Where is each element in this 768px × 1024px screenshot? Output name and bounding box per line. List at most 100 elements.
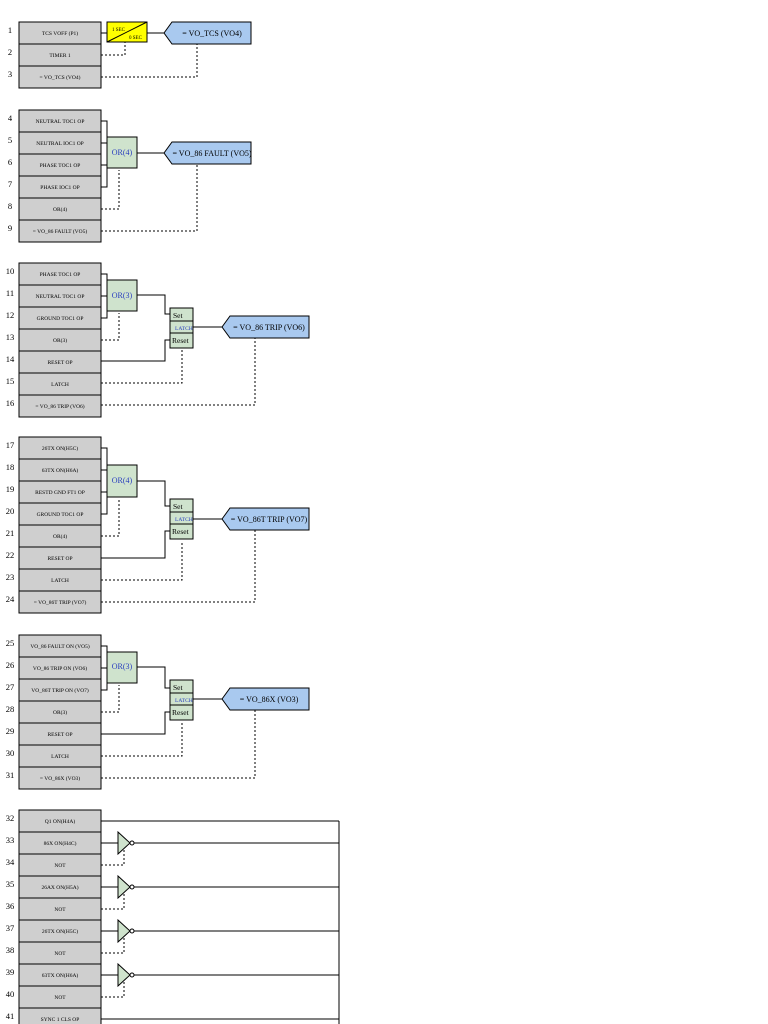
- logic-cell-label: VO_86T TRIP ON (VO7): [31, 687, 89, 694]
- logic-cell-label: 26AX ON(H5A): [41, 884, 78, 891]
- or-gate-label: OR(4): [112, 476, 133, 485]
- logic-cell-label: RESTD GND FT1 OP: [35, 490, 85, 496]
- latch-label: LATCH: [175, 326, 193, 332]
- output-vo3-label: = VO_86X (VO3): [240, 695, 299, 704]
- logic-cell-label: PHASE TOC1 OP: [40, 163, 81, 169]
- logic-cell-label: RESET OP: [47, 360, 72, 366]
- latch-reset-label: Reset: [172, 336, 190, 345]
- logic-cell-label: = VO_86 FAULT (VO5): [33, 228, 88, 235]
- latch-reset-label: Reset: [172, 708, 190, 717]
- wire: [101, 645, 108, 654]
- row-number: 5: [8, 135, 12, 145]
- wire: [101, 165, 108, 188]
- logic-cell-label: NEUTRAL TOC1 OP: [36, 119, 85, 125]
- output-vo3[interactable]: [221, 687, 310, 711]
- wire: [137, 480, 170, 507]
- latch-block[interactable]: [169, 679, 194, 721]
- wire: [101, 530, 170, 559]
- row-number: 37: [6, 923, 15, 933]
- wire: [101, 496, 108, 515]
- wire: [101, 447, 108, 467]
- latch-label: LATCH: [175, 698, 193, 704]
- logic-cell-label: 63TX ON(H6A): [42, 972, 79, 979]
- logic-cell-label: NEUTRAL TOC1 OP: [36, 294, 85, 300]
- row-number: 19: [6, 484, 15, 494]
- logic-cell-label: 26TX ON(H5C): [42, 445, 78, 452]
- wire: [137, 294, 170, 315]
- feedback-wire: [101, 850, 125, 866]
- feedback-wire: [101, 938, 125, 954]
- logic-cell-label: NOT: [54, 907, 66, 913]
- block-86-fault: OR(4) = VO_86 FAULT (VO5): [101, 120, 252, 232]
- not-gate[interactable]: [117, 830, 131, 856]
- feedback-wire: [101, 338, 256, 406]
- row-number: 28: [6, 704, 15, 714]
- feedback-wire: [101, 710, 256, 779]
- feedback-wire: [101, 170, 120, 210]
- latch-block[interactable]: [169, 307, 194, 349]
- logic-cell-label: RESET OP: [47, 556, 72, 562]
- output-vo4[interactable]: [163, 21, 252, 45]
- row-number: 41: [6, 1011, 15, 1021]
- wire: [101, 273, 108, 282]
- feedback-wire: [101, 722, 183, 757]
- wire: [101, 682, 108, 691]
- latch-set-label: Set: [173, 311, 184, 320]
- row-number: 16: [6, 398, 15, 408]
- or-gate[interactable]: [106, 464, 138, 498]
- feedback-wire: [101, 530, 256, 603]
- feedback-wire: [101, 541, 183, 581]
- block-86x: OR(3) Set LATCH Reset = VO_86X (VO3): [101, 645, 310, 779]
- logic-cell-label: TIMER 1: [49, 53, 70, 59]
- row-number: 39: [6, 967, 15, 977]
- logic-cell-label: Q1 ON(H4A): [45, 818, 76, 825]
- row-number: 21: [6, 528, 15, 538]
- output-vo7[interactable]: [221, 507, 310, 531]
- row-number: 18: [6, 462, 15, 472]
- row-number: 30: [6, 748, 15, 758]
- row-number: 27: [6, 682, 15, 692]
- row-number: 9: [8, 223, 12, 233]
- logic-cell-label: RESET OP: [47, 732, 72, 738]
- or-gate[interactable]: [106, 651, 138, 684]
- wire: [101, 120, 108, 138]
- row-number: 23: [6, 572, 15, 582]
- wire: [137, 666, 170, 689]
- row-number: 6: [8, 157, 12, 167]
- block-tcs: 1 SEC 0 SEC = VO_TCS (VO4): [101, 21, 252, 78]
- not-gate[interactable]: [117, 918, 131, 944]
- feedback-wire: [101, 982, 125, 998]
- wire: [101, 711, 170, 735]
- or-gate[interactable]: [106, 279, 138, 312]
- row-number: 24: [6, 594, 15, 604]
- logic-cell-label: = VO_86 TRIP (VO6): [35, 403, 84, 410]
- logic-cell-label: OR(4): [53, 533, 67, 540]
- logic-cell-label: 86X ON(H4C): [44, 840, 77, 847]
- latch-set-label: Set: [173, 502, 184, 511]
- not-gate[interactable]: [117, 962, 131, 988]
- output-vo6-label: = VO_86 TRIP (VO6): [233, 323, 305, 332]
- not-bubble: [129, 840, 135, 846]
- logic-cell-label: 63TX ON(H6A): [42, 467, 79, 474]
- row-number: 33: [6, 835, 15, 845]
- output-vo5[interactable]: [163, 141, 252, 165]
- row-number: 32: [6, 813, 15, 823]
- row-number: 31: [6, 770, 15, 780]
- output-vo6[interactable]: [221, 315, 310, 339]
- row-number: 15: [6, 376, 15, 386]
- row-numbers: 1234567891011121314151617181920212223242…: [6, 25, 15, 1021]
- or-gate[interactable]: [106, 136, 138, 169]
- row-number: 8: [8, 201, 12, 211]
- logic-cell-label: GROUND TOC1 OP: [37, 512, 84, 518]
- row-number: 40: [6, 989, 15, 999]
- row-number: 7: [8, 179, 12, 189]
- row-number: 14: [6, 354, 15, 364]
- not-gate[interactable]: [117, 874, 131, 900]
- output-vo7-label: = VO_86T TRIP (VO7): [231, 515, 308, 524]
- logic-cell-label: LATCH: [51, 754, 69, 760]
- logic-cell[interactable]: [18, 394, 102, 418]
- row-number: 20: [6, 506, 15, 516]
- not-bubble: [129, 928, 135, 934]
- wire: [101, 339, 170, 362]
- feedback-wire: [101, 313, 120, 341]
